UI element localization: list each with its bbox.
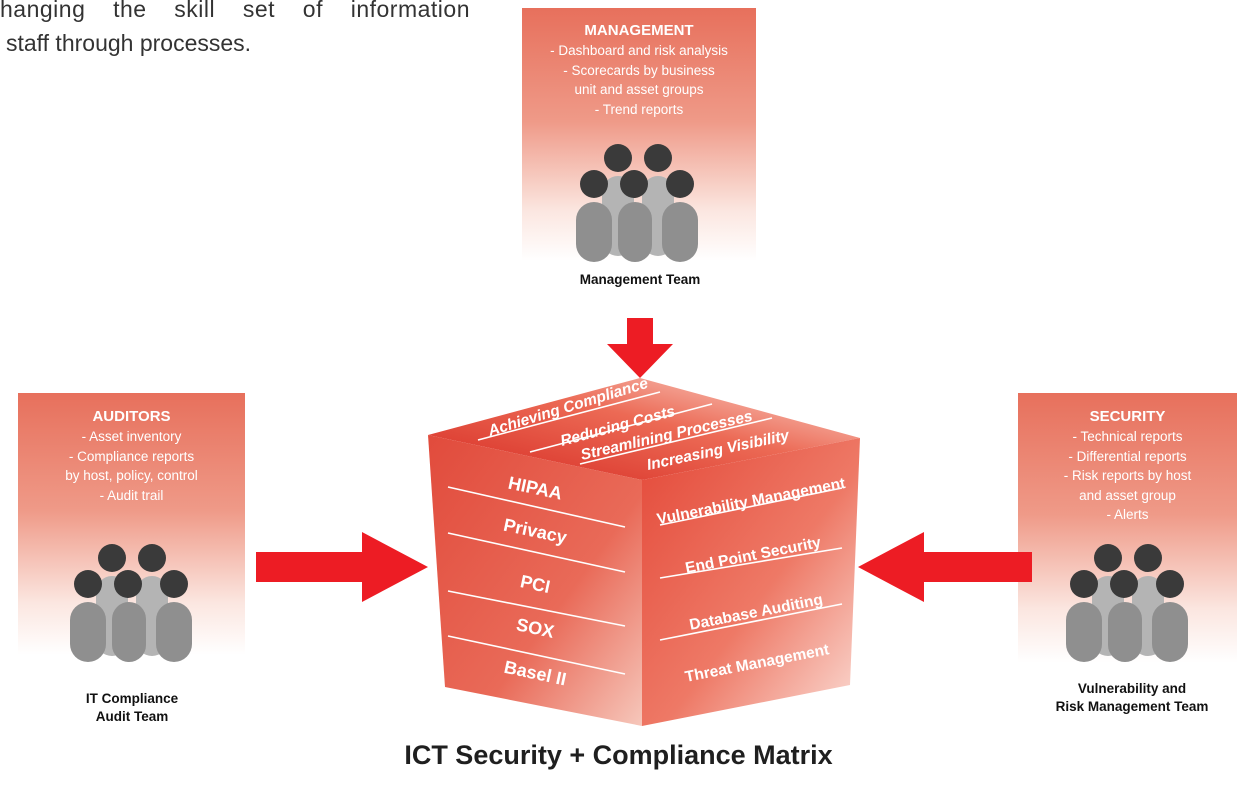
auditors-team-label: IT Compliance Audit Team (32, 690, 232, 726)
auditors-team-line-2: Audit Team (95, 709, 169, 724)
intro-line-1: hanging the skill set of information (0, 0, 470, 22)
top-divider (477, 391, 661, 441)
security-item: - Alerts (1106, 507, 1149, 522)
cube-right-face (642, 438, 860, 726)
security-item: - Technical reports (1072, 429, 1183, 444)
auditors-team-line-1: IT Compliance (85, 691, 179, 706)
security-team-line-2: Risk Management Team (1055, 699, 1209, 714)
management-item: unit and asset groups (574, 82, 704, 97)
security-items: - Technical reports - Differential repor… (1018, 427, 1237, 525)
auditors-items: - Asset inventory - Compliance reports b… (18, 427, 245, 505)
right-divider (659, 547, 843, 579)
top-divider (579, 417, 773, 465)
cube-top-face (428, 378, 860, 480)
management-item: - Scorecards by business (563, 62, 715, 78)
security-people-icon (1066, 544, 1188, 662)
management-item: - Dashboard and risk analysis (550, 43, 728, 58)
left-divider (447, 590, 626, 627)
right-arrow-icon (256, 532, 428, 602)
left-divider (447, 635, 626, 675)
auditors-people-icon (70, 544, 192, 662)
management-items: - Dashboard and risk analysis - Scorecar… (522, 41, 756, 119)
top-divider (529, 403, 713, 453)
security-item: - Risk reports by host (1063, 468, 1192, 483)
intro-paragraph: hanging the skill set of information sta… (0, 0, 470, 60)
security-title: SECURITY (1089, 408, 1166, 425)
auditors-panel: AUDITORS - Asset inventory - Compliance … (18, 393, 245, 655)
auditors-item: - Asset inventory (81, 429, 182, 444)
cube-left-face (428, 435, 642, 726)
management-team-label: Management Team (579, 272, 701, 287)
security-item: - Differential reports (1068, 448, 1187, 464)
diagram-caption: ICT Security + Compliance Matrix (404, 740, 833, 770)
auditors-title: AUDITORS (92, 408, 171, 425)
management-title: MANAGEMENT (584, 22, 694, 39)
auditors-item: by host, policy, control (65, 468, 198, 483)
security-team-label: Vulnerability and Risk Management Team (1027, 680, 1237, 716)
management-item: - Trend reports (594, 101, 684, 117)
left-divider (447, 532, 626, 573)
left-arrow-icon (858, 532, 1032, 602)
down-arrow-icon (607, 318, 673, 378)
auditors-item: - Compliance reports (68, 448, 195, 464)
security-team-line-1: Vulnerability and (1077, 681, 1187, 696)
security-item: and asset group (1079, 487, 1176, 503)
right-divider (659, 487, 843, 526)
auditors-item: - Audit trail (99, 487, 164, 503)
right-divider (659, 603, 843, 641)
left-divider (447, 486, 626, 528)
management-people-icon (576, 144, 698, 262)
intro-line-2: staff through processes. (6, 30, 252, 56)
security-panel: SECURITY - Technical reports - Different… (1018, 393, 1237, 663)
